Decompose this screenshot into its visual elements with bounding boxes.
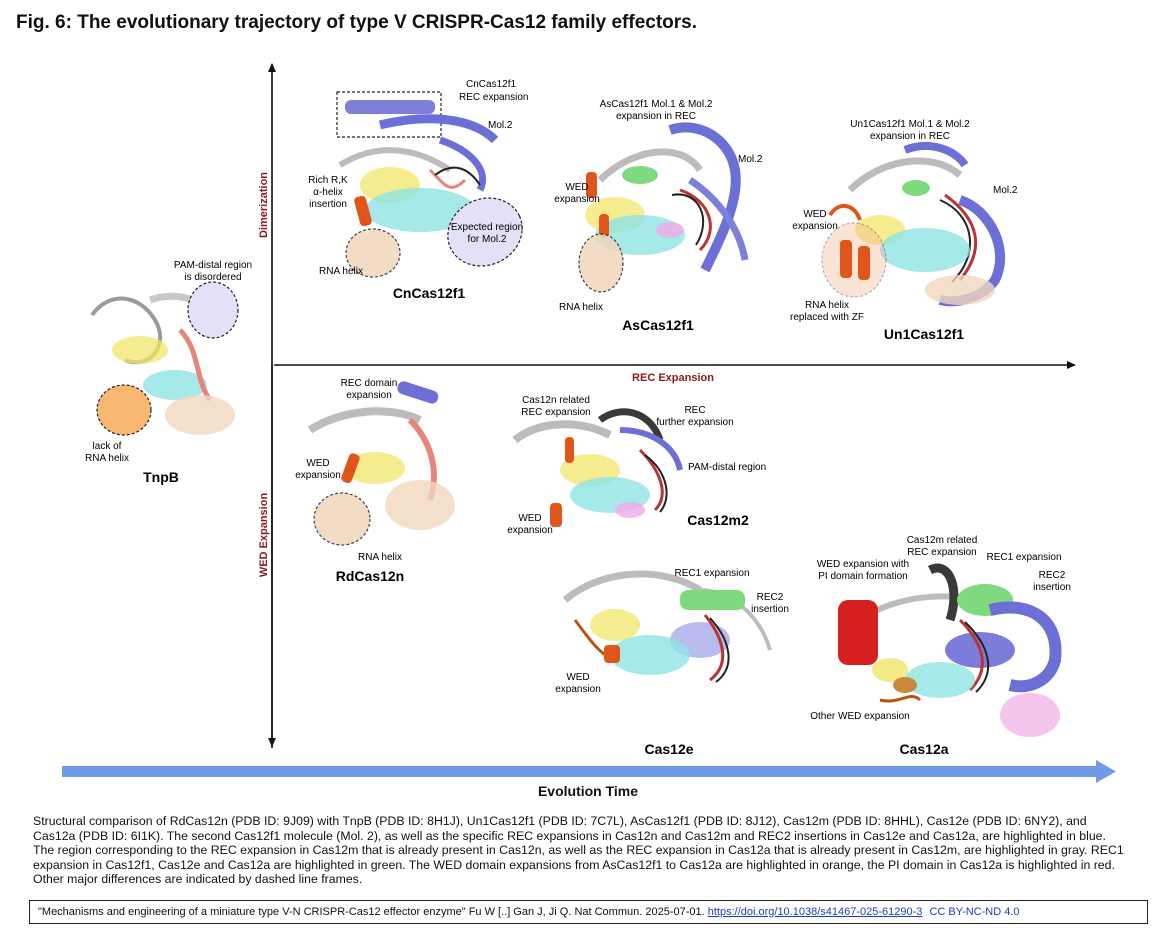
time-arrow-bar (62, 766, 1098, 777)
a-rec2-label-1: REC2 (1039, 570, 1066, 581)
cn-mol2-label: Mol.2 (488, 120, 513, 131)
rd-rec-label-1: REC domain (341, 378, 398, 389)
tnpb-structure (90, 281, 239, 436)
cn-rec-label-2: REC expansion (459, 92, 528, 103)
as-mol2-label: Mol.2 (738, 154, 763, 165)
figure-caption: Structural comparison of RdCas12n (PDB I… (33, 814, 1124, 887)
cn-rich-label-3: insertion (309, 199, 347, 210)
m2-rec-label-1: REC (684, 405, 705, 416)
cn-rich-label-1: Rich R,K (308, 175, 348, 186)
e-wed-label-1: WED (566, 672, 589, 683)
doi-link[interactable]: https://doi.org/10.1038/s41467-025-61290… (707, 906, 923, 918)
tnpb-pam-label-2: is disordered (184, 272, 241, 283)
ascas12f1-name: AsCas12f1 (622, 317, 694, 333)
e-rec2-label-2: insertion (751, 604, 789, 615)
m2-rec-label-2: further expansion (656, 417, 733, 428)
a-wed-label-2: PI domain formation (818, 571, 908, 582)
m2-wed-label-1: WED (518, 513, 541, 524)
rdcas12n-structure (307, 381, 455, 546)
ascas12f1-structure (578, 122, 749, 293)
a-rec2-label-2: insertion (1033, 582, 1071, 593)
citation-text: "Mechanisms and engineering of a miniatu… (38, 906, 705, 918)
cas12e-structure (562, 570, 772, 683)
e-rec2-label-1: REC2 (757, 592, 784, 603)
a-wed-label-1: WED expansion with (817, 559, 909, 570)
x-axis-label: REC Expansion (632, 372, 714, 384)
time-axis-label: Evolution Time (538, 783, 638, 799)
y-axis-label-dimerization: Dimerization (258, 172, 270, 238)
figure-canvas: REC Expansion Dimerization WED Expansion… (62, 63, 1116, 799)
m2-cas12n-label-2: REC expansion (521, 407, 590, 418)
un-mol-label-2: expansion in REC (870, 131, 950, 142)
cas12m2-name: Cas12m2 (687, 512, 749, 528)
un-mol2-label: Mol.2 (993, 185, 1018, 196)
un-wed-label-2: expansion (792, 221, 838, 232)
tnpb-lack-label-1: lack of (93, 441, 122, 452)
cncas12f1-structure (336, 91, 523, 278)
rdcas12n-name: RdCas12n (336, 568, 404, 584)
un1cas12f1-name: Un1Cas12f1 (884, 326, 964, 342)
rd-wed-label-1: WED (306, 458, 329, 469)
rd-rna-label: RNA helix (358, 552, 402, 563)
un-rna-label-1: RNA helix (805, 300, 849, 311)
a-other-label: Other WED expansion (810, 711, 910, 722)
as-mol-label-1: AsCas12f1 Mol.1 & Mol.2 (600, 99, 713, 110)
tnpb-name: TnpB (143, 469, 179, 485)
rd-rec-label-2: expansion (346, 390, 392, 401)
cas12a-structure (837, 563, 1062, 737)
as-mol-label-2: expansion in REC (616, 111, 696, 122)
as-wed-label-2: expansion (554, 194, 600, 205)
m2-wed-label-2: expansion (507, 525, 553, 536)
a-rec1-label: REC1 expansion (986, 552, 1061, 563)
as-wed-label-1: WED (565, 182, 588, 193)
cn-rich-label-2: α-helix (313, 187, 343, 198)
cn-rna-label: RNA helix (319, 266, 363, 277)
cn-rec-label-1: CnCas12f1 (466, 79, 516, 90)
license-text[interactable]: CC BY-NC-ND 4.0 (929, 906, 1020, 918)
e-rec1-label: REC1 expansion (674, 568, 749, 579)
citation-box: "Mechanisms and engineering of a miniatu… (29, 900, 1148, 924)
tnpb-pam-label-1: PAM-distal region (174, 260, 252, 271)
cas12m2-structure (512, 408, 683, 527)
tnpb-lack-label-2: RNA helix (85, 453, 129, 464)
un-rna-label-2: replaced with ZF (790, 312, 864, 323)
a-cas12m-label-2: REC expansion (907, 547, 976, 558)
rd-wed-label-2: expansion (295, 470, 341, 481)
un-wed-label-1: WED (803, 209, 826, 220)
cn-expected-label-2: for Mol.2 (468, 234, 507, 245)
a-cas12m-label-1: Cas12m related (907, 535, 978, 546)
cn-expected-label-1: Expected region (451, 222, 523, 233)
y-axis-label-wed: WED Expansion (258, 493, 270, 578)
cas12a-name: Cas12a (899, 741, 948, 757)
un-mol-label-1: Un1Cas12f1 Mol.1 & Mol.2 (850, 119, 970, 130)
figure-title: Fig. 6: The evolutionary trajectory of t… (16, 12, 698, 33)
as-rna-label: RNA helix (559, 302, 603, 313)
cncas12f1-name: CnCas12f1 (393, 285, 466, 301)
m2-pam-label: PAM-distal region (688, 462, 766, 473)
un1cas12f1-structure (821, 142, 1005, 307)
time-arrow-head (1096, 760, 1116, 783)
e-wed-label-2: expansion (555, 684, 601, 695)
cas12e-name: Cas12e (644, 741, 693, 757)
m2-cas12n-label-1: Cas12n related (522, 395, 590, 406)
